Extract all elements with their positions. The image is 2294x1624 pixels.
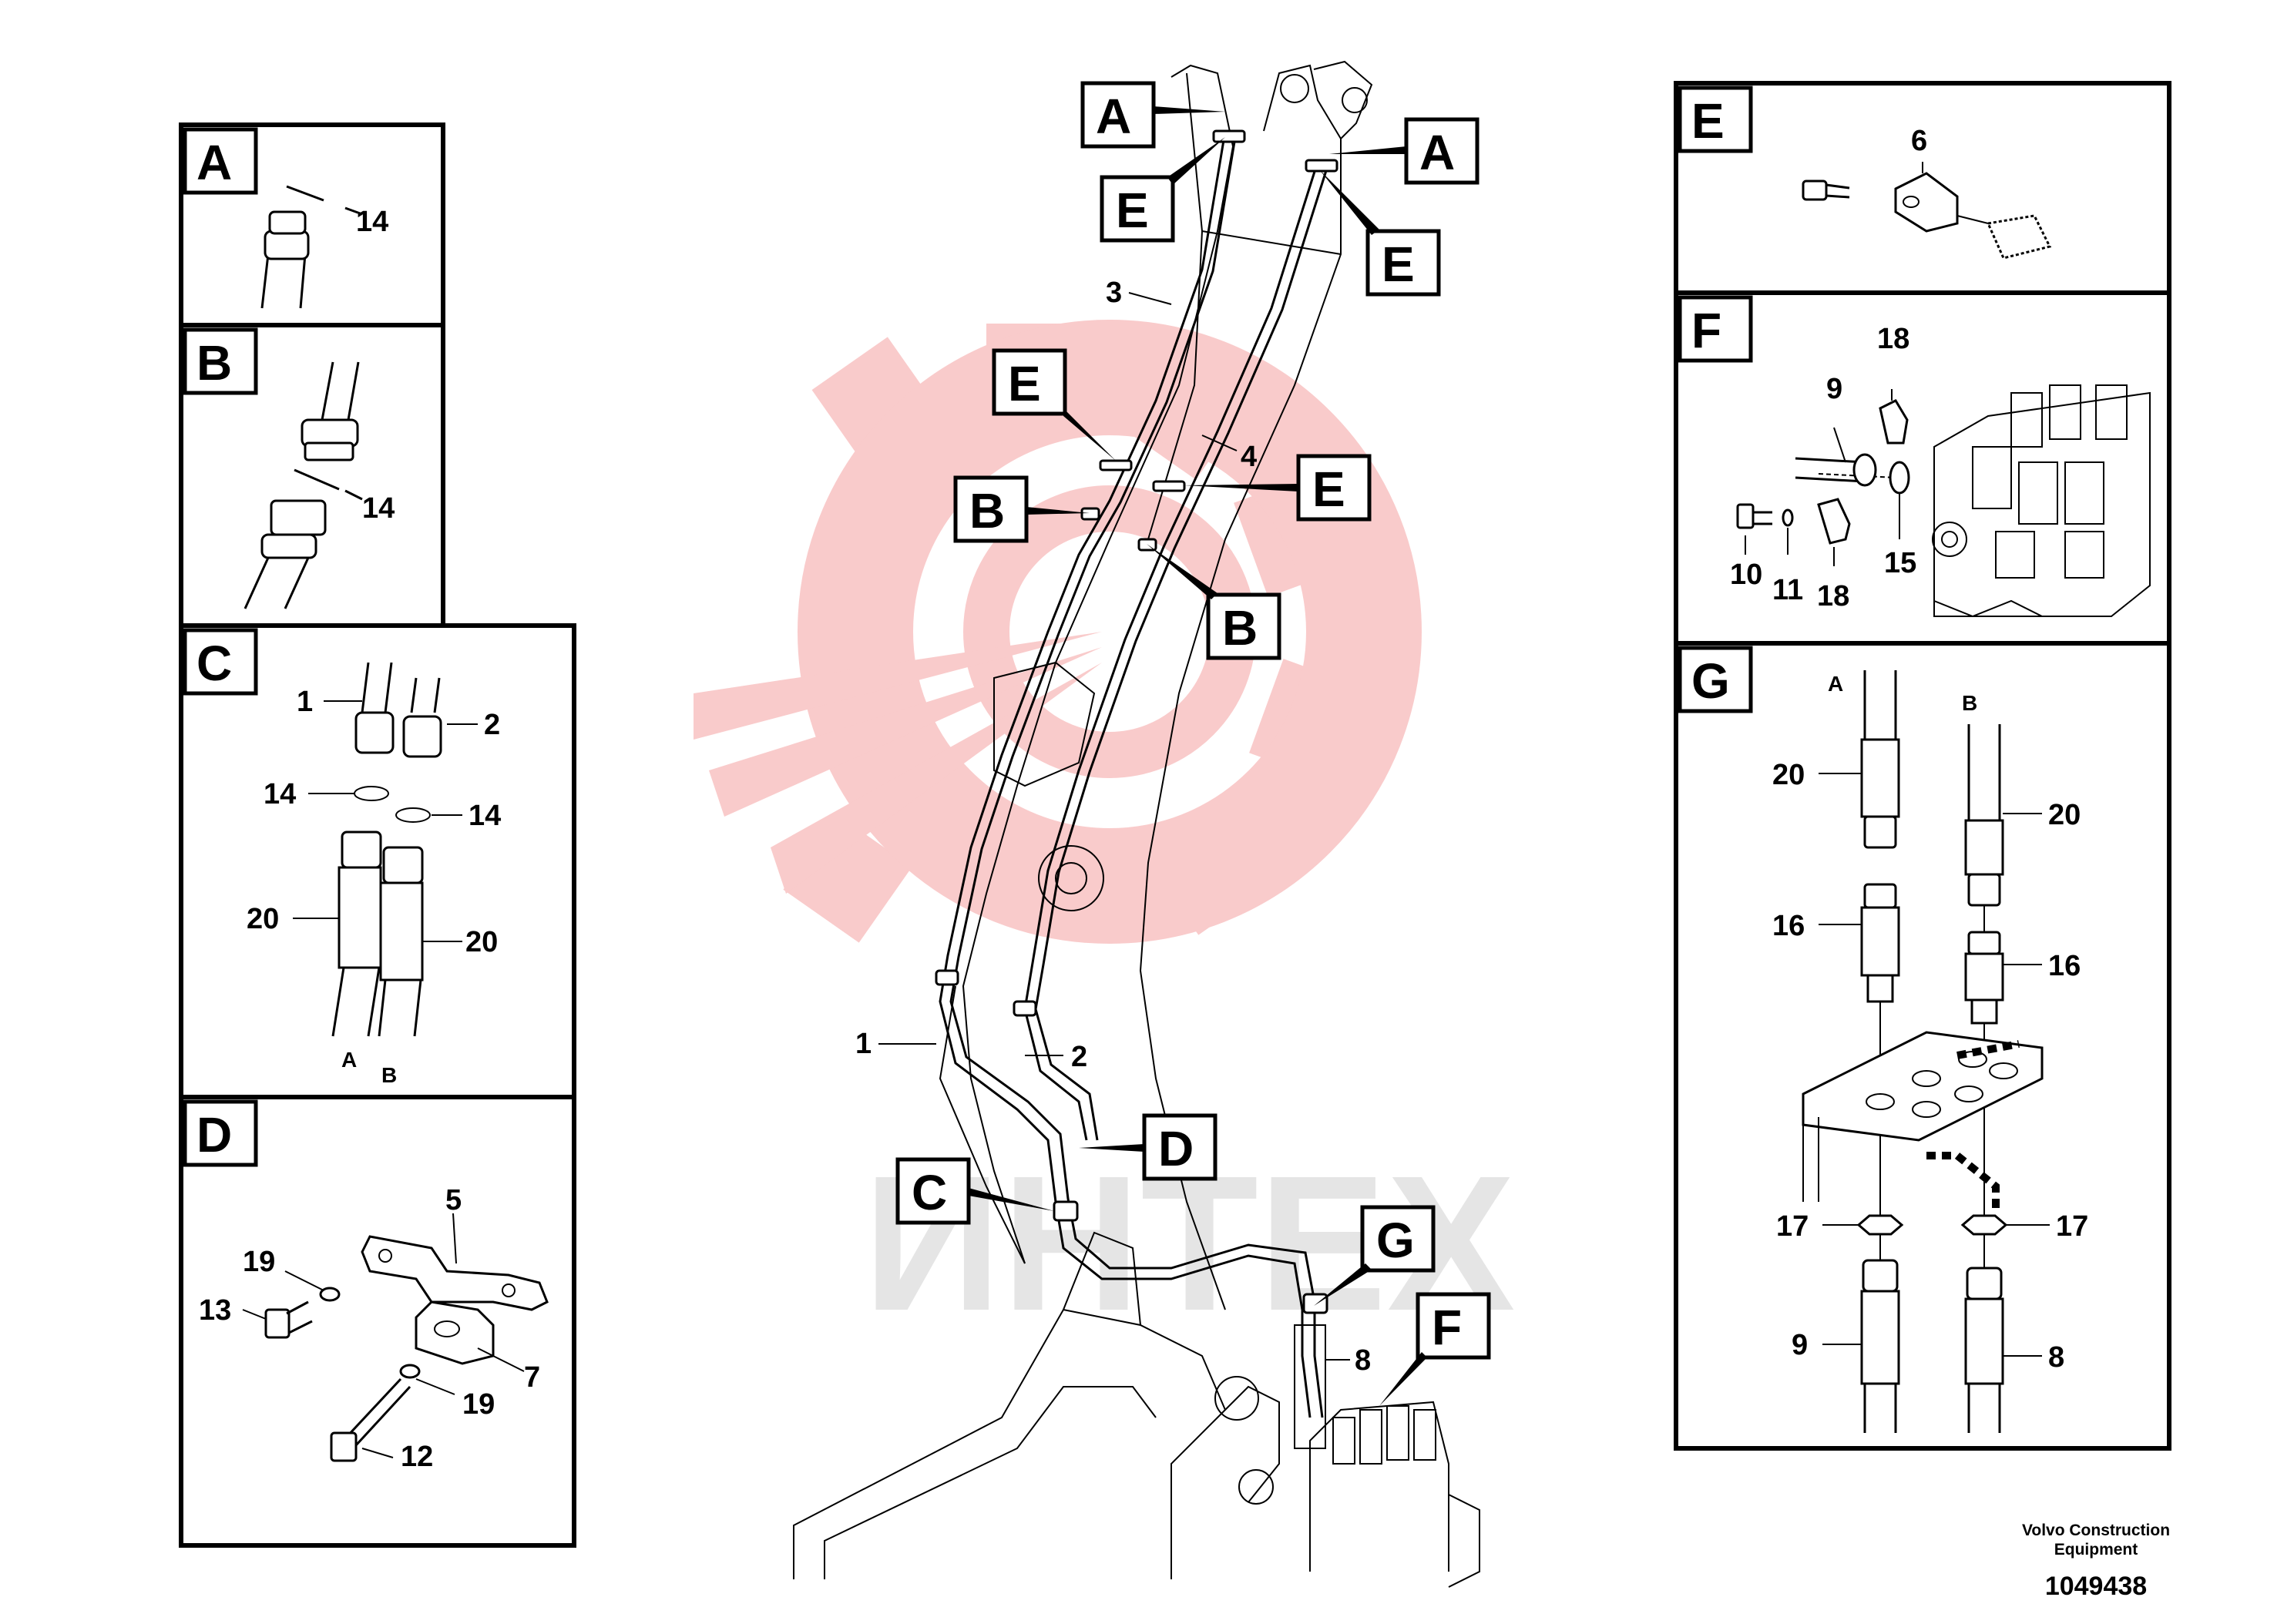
footer-company-line2: Equipment [2054, 1541, 2138, 1559]
main-callout-1: 1 [855, 1028, 872, 1060]
detail-g-letter: G [1691, 653, 1730, 709]
callout-f-15: 15 [1884, 547, 1916, 579]
detail-b-letter: B [196, 335, 232, 391]
callout-f-18-top: 18 [1877, 323, 1909, 355]
callout-a-14: 14 [356, 206, 388, 238]
main-callout-3: 3 [1106, 277, 1122, 309]
callout-g-8: 8 [2048, 1341, 2064, 1374]
main-tag-a-right: A [1419, 125, 1455, 180]
detail-panel-c: C 1 2 14 14 20 20 A B [179, 623, 576, 1099]
detail-panel-f: F 9 18 10 [1674, 290, 2171, 646]
main-tag-e-1: E [1116, 183, 1149, 238]
main-tag-b-2: B [1222, 600, 1258, 656]
main-tags: A A E E E E B B C D [895, 81, 1491, 1406]
footer-block: Volvo Construction Equipment 1049438 [2022, 1522, 2170, 1601]
main-callouts: 3 4 1 2 8 [855, 277, 1371, 1377]
callout-c-14-left: 14 [264, 778, 296, 810]
drawing-number: 1049438 [2045, 1572, 2147, 1601]
callout-d-7: 7 [524, 1361, 540, 1394]
callout-g-17-right: 17 [2056, 1210, 2088, 1243]
callout-c-14-right: 14 [469, 800, 501, 832]
callout-g-20-right: 20 [2048, 799, 2081, 831]
detail-f-letter: F [1691, 303, 1721, 358]
detail-panel-g: G A B [1674, 641, 2171, 1451]
detail-panel-b: B 14 [179, 323, 445, 628]
boom-assembly [793, 60, 1480, 1588]
callout-g-16-left: 16 [1772, 910, 1805, 942]
callout-d-19-bottom: 19 [462, 1388, 495, 1421]
callout-f-9: 9 [1826, 373, 1842, 405]
main-tag-e-4: E [1312, 461, 1345, 517]
callout-f-10: 10 [1730, 559, 1762, 591]
main-callout-8: 8 [1355, 1344, 1371, 1377]
detail-a-letter: A [196, 135, 232, 190]
main-tag-g: G [1376, 1213, 1415, 1268]
main-tag-b-1: B [969, 483, 1005, 539]
callout-g-17-left: 17 [1776, 1210, 1809, 1243]
callout-b-14: 14 [362, 492, 395, 525]
callout-c-20-left: 20 [247, 903, 279, 935]
callout-f-11: 11 [1772, 574, 1803, 606]
main-tag-d: D [1158, 1121, 1194, 1176]
callout-d-19-top: 19 [243, 1246, 275, 1278]
callout-f-18-bottom: 18 [1817, 580, 1849, 612]
callout-c-20-right: 20 [465, 926, 498, 958]
detail-c-letter: C [196, 636, 232, 691]
main-callout-2: 2 [1071, 1041, 1087, 1073]
detail-d-letter: D [196, 1107, 232, 1163]
callout-g-20-left: 20 [1772, 759, 1805, 791]
valve-block-sketch [1932, 384, 2151, 618]
callout-d-13: 13 [199, 1294, 231, 1327]
control-valve-sketch [1238, 1401, 1480, 1588]
hose-end-a-g: A [1828, 672, 1843, 696]
main-callout-4: 4 [1241, 441, 1257, 473]
callout-e-6: 6 [1911, 125, 1927, 157]
callout-g-16-right: 16 [2048, 950, 2081, 982]
detail-panel-d: D 5 7 19 13 19 12 [179, 1095, 576, 1548]
main-tag-e-3: E [1008, 356, 1041, 411]
hose-end-b: B [381, 1063, 397, 1087]
footer-company-line1: Volvo Construction [2022, 1522, 2170, 1539]
hose-end-a: A [341, 1048, 357, 1072]
detail-e-letter: E [1691, 93, 1725, 149]
main-tag-a-left: A [1096, 89, 1131, 144]
detail-panel-e: E 6 [1674, 81, 2171, 295]
callout-g-9: 9 [1792, 1329, 1808, 1361]
main-tag-f: F [1432, 1300, 1462, 1355]
callout-d-5: 5 [445, 1184, 462, 1216]
callout-c-2: 2 [484, 709, 500, 741]
main-tag-c: C [912, 1165, 947, 1220]
callout-d-12: 12 [401, 1441, 433, 1473]
callout-c-1: 1 [297, 686, 313, 718]
detail-panel-a: A 14 [179, 122, 445, 327]
hose-end-b-g: B [1962, 691, 1977, 715]
main-tag-e-2: E [1382, 237, 1415, 292]
